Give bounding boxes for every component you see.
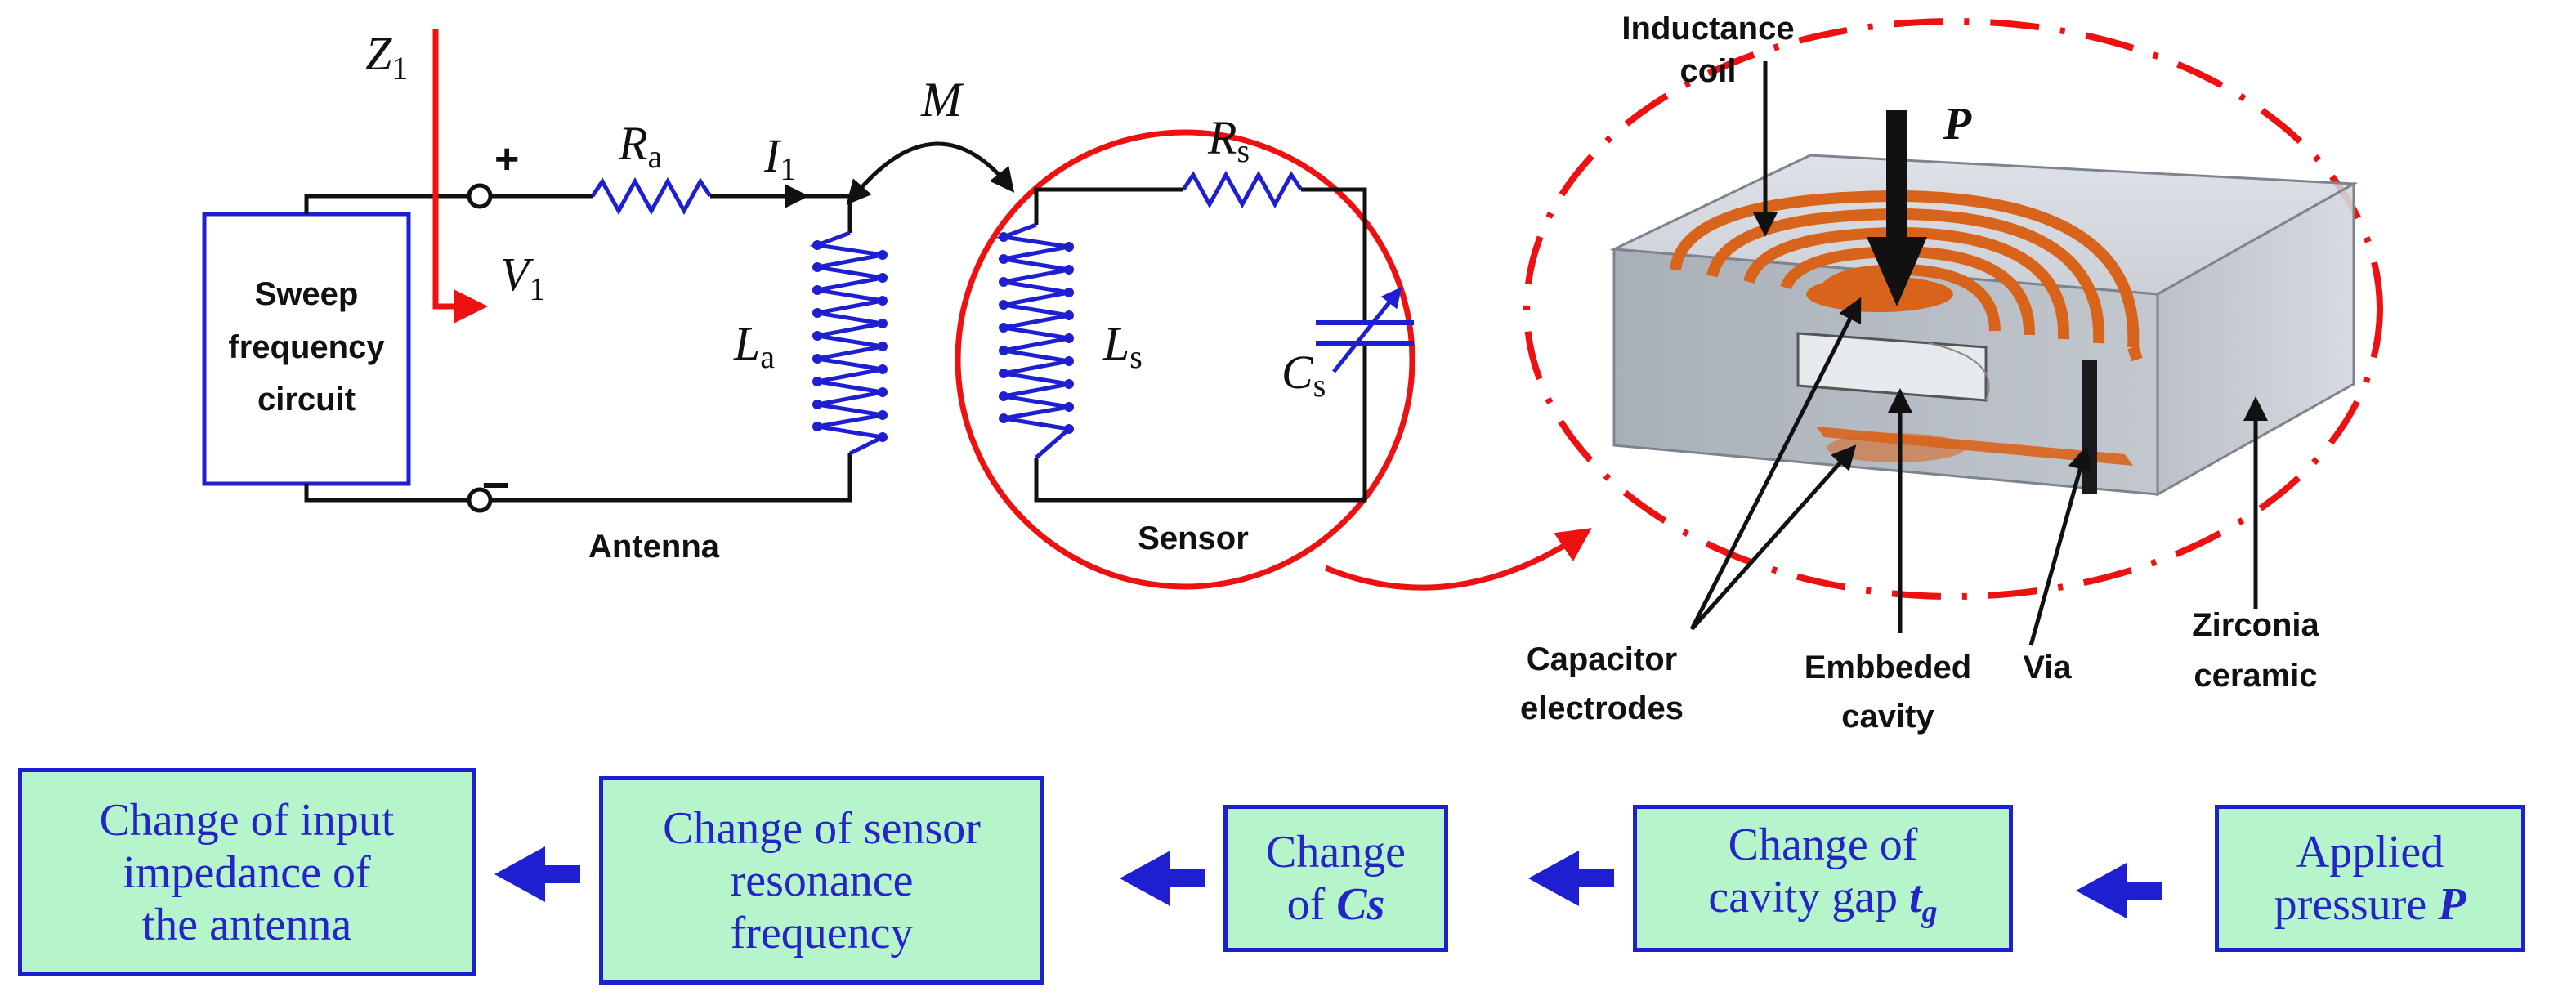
- flow-box-4-line-1: Change of: [1728, 819, 1918, 870]
- via: [2082, 360, 2097, 494]
- ls-label: Ls: [1102, 317, 1143, 375]
- inductance-coil-label-2: coil: [1680, 53, 1737, 89]
- antenna-label: Antenna: [588, 529, 720, 565]
- minus-sign: –: [482, 454, 509, 509]
- zoom-ellipse: [1523, 18, 2383, 600]
- rs-resistor: [1181, 170, 1304, 209]
- sensor-circuit: Rs Ls Cs Sensor: [955, 111, 1415, 590]
- flow-box-resonance-frequency: Change of sensor resonance frequency: [599, 776, 1044, 985]
- sweep-label-1: Sweep: [255, 276, 359, 312]
- embedded-cavity-label-1: Embbeded: [1805, 650, 1971, 686]
- cs-label: Cs: [1281, 346, 1326, 404]
- inductance-coil-label-1: Inductance: [1621, 11, 1794, 47]
- sweep-label-3: circuit: [257, 382, 356, 418]
- sweep-label-2: frequency: [228, 329, 385, 365]
- embedded-cavity-label-2: cavity: [1841, 699, 1934, 735]
- m-label: M: [920, 73, 964, 127]
- zirconia-label-2: ceramic: [2194, 658, 2317, 694]
- mutual-inductance-arrow: [846, 141, 1015, 205]
- via-label: Via: [2023, 650, 2072, 686]
- wire-to-la: [805, 194, 852, 233]
- capacitor-electrodes-label-2: electrodes: [1520, 690, 1684, 726]
- sensor-wire: [1034, 187, 1183, 225]
- flow-box-applied-pressure: Applied pressure P: [2215, 805, 2525, 952]
- sensor-3d-model: P Inductance coil Capacitor electrodes E…: [1520, 11, 2383, 735]
- flow-box-1-line-3: the antenna: [141, 899, 352, 950]
- flow-box-5-line-2: pressure P: [2274, 879, 2466, 930]
- ls-coil-dots: [999, 232, 1074, 434]
- flow-box-2-line-2: resonance: [730, 855, 914, 906]
- electrode-callout-2: [1690, 444, 1857, 631]
- flow-box-2-line-3: frequency: [730, 907, 914, 958]
- sensor-highlight-circle: [955, 129, 1415, 590]
- antenna-top-wire: [304, 194, 470, 214]
- flow-arrow-3-to-2: [1120, 851, 1205, 906]
- electrode-callout-1: [1689, 297, 1862, 631]
- sweep-frequency-box: [202, 212, 411, 486]
- sensor-label: Sensor: [1138, 520, 1249, 556]
- zoom-connector-arrow: [1324, 528, 1592, 591]
- v1-label: V1: [500, 248, 545, 307]
- ra-resistor: [590, 176, 713, 216]
- la-coil: [809, 230, 890, 456]
- ceramic-side-face: [2156, 181, 2355, 497]
- flow-box-1-line-2: impedance of: [123, 846, 371, 898]
- flow-box-cavity-gap: Change of cavity gap tg: [1633, 805, 2013, 952]
- flow-arrow-5-to-4: [2076, 863, 2162, 918]
- capacitor-electrodes-label-1: Capacitor: [1527, 641, 1678, 677]
- zirconia-label-1: Zirconia: [2192, 607, 2319, 643]
- ra-label: Ra: [618, 117, 662, 175]
- top-electrode: [1806, 276, 1953, 312]
- flow-arrow-4-to-3: [1528, 851, 1614, 906]
- coil-lead: [2127, 345, 2143, 362]
- flow-box-2-line-1: Change of sensor: [663, 802, 981, 854]
- minus-terminal: [467, 487, 493, 513]
- plus-terminal: [467, 183, 493, 209]
- flow-box-1-line-1: Change of input: [99, 794, 395, 846]
- antenna-bottom-wire: [304, 453, 852, 502]
- rs-label: Rs: [1207, 111, 1250, 169]
- wire-to-cs: [1301, 187, 1367, 323]
- ls-coil: [995, 222, 1074, 459]
- plus-sign: +: [494, 136, 519, 183]
- i1-label: I1: [763, 129, 796, 187]
- flow-box-change-cs: Change of Cs: [1223, 805, 1448, 952]
- flow-box-3-line-1: Change: [1265, 827, 1407, 878]
- pressure-shaft: [1886, 110, 1907, 241]
- p-label: P: [1943, 99, 1972, 150]
- la-label: La: [733, 317, 775, 375]
- flow-arrow-2-to-1: [494, 846, 580, 902]
- sensor-bottom-wire: [1034, 343, 1367, 502]
- flow-box-4-line-2: cavity gap tg: [1708, 871, 1938, 930]
- z1-v1-arrow: [432, 29, 488, 324]
- antenna-circuit: Sweep frequency circuit + – Z1 V1: [202, 27, 890, 565]
- z1-label: Z1: [365, 27, 408, 87]
- pressure-head: [1867, 237, 1927, 306]
- cavity-curve: [1928, 342, 1990, 401]
- via-callout: [2028, 445, 2092, 646]
- flow-arrows: [494, 846, 2162, 918]
- cs-variable-arrow: [1332, 287, 1402, 373]
- flow-box-input-impedance: Change of input impedance of the antenna: [18, 768, 476, 976]
- flow-box-3-line-2: of Cs: [1286, 879, 1385, 930]
- bottom-electrode-pad: [1827, 433, 1966, 462]
- la-coil-dots: [812, 240, 888, 442]
- flow-box-5-line-1: Applied: [2296, 827, 2444, 878]
